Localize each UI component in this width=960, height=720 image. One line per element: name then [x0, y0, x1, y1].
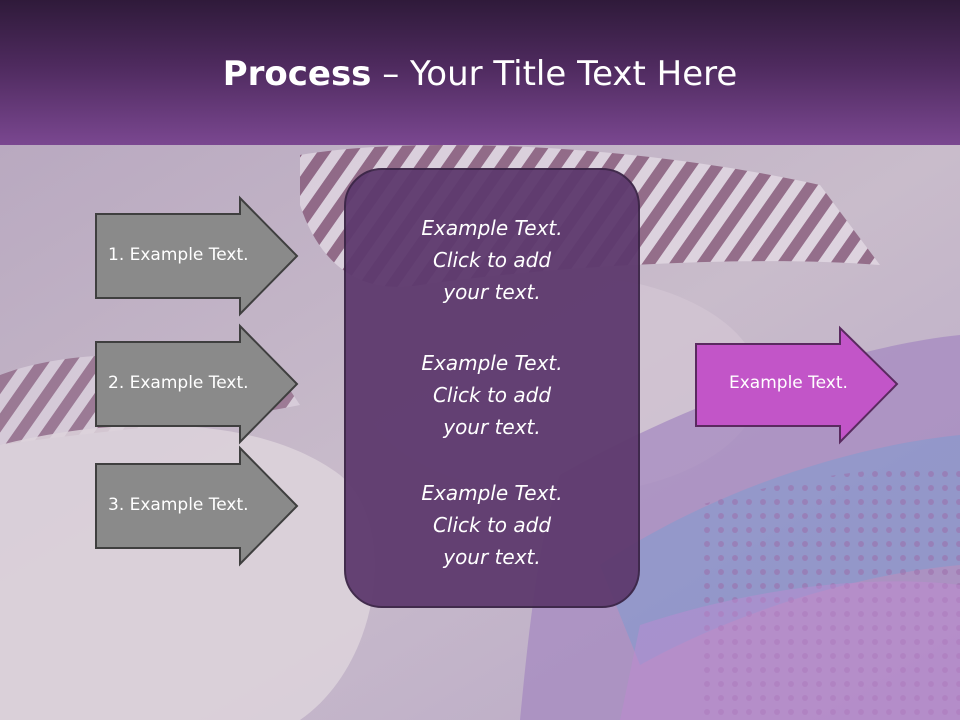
center-block-2-line2: Click to add [432, 383, 552, 407]
title-bold: Process [222, 54, 372, 94]
header-bar [0, 0, 960, 145]
left-arrow-1[interactable] [95, 195, 299, 317]
center-block-2-line3: your text. [443, 415, 541, 439]
center-block-1[interactable]: Example Text. Click to add your text. [344, 212, 640, 308]
right-arrow-label: Example Text. [729, 373, 848, 393]
left-arrow-2-label: 2. Example Text. [108, 373, 249, 393]
center-block-1-line1: Example Text. [421, 216, 563, 240]
center-block-3-line3: your text. [443, 545, 541, 569]
slide-title[interactable]: Process – Your Title Text Here [0, 54, 960, 94]
center-block-3[interactable]: Example Text. Click to add your text. [344, 477, 640, 573]
center-block-3-line2: Click to add [432, 513, 552, 537]
left-arrow-2[interactable] [95, 323, 299, 445]
center-block-1-line3: your text. [443, 280, 541, 304]
center-text-box[interactable] [344, 168, 640, 608]
right-arrow[interactable] [695, 325, 899, 445]
title-rest: – Your Title Text Here [371, 54, 738, 94]
center-block-3-line1: Example Text. [421, 481, 563, 505]
left-arrow-3-label: 3. Example Text. [108, 495, 249, 515]
left-arrow-3[interactable] [95, 445, 299, 567]
center-block-1-line2: Click to add [432, 248, 552, 272]
center-block-2[interactable]: Example Text. Click to add your text. [344, 347, 640, 443]
center-block-2-line1: Example Text. [421, 351, 563, 375]
left-arrow-1-label: 1. Example Text. [108, 245, 249, 265]
